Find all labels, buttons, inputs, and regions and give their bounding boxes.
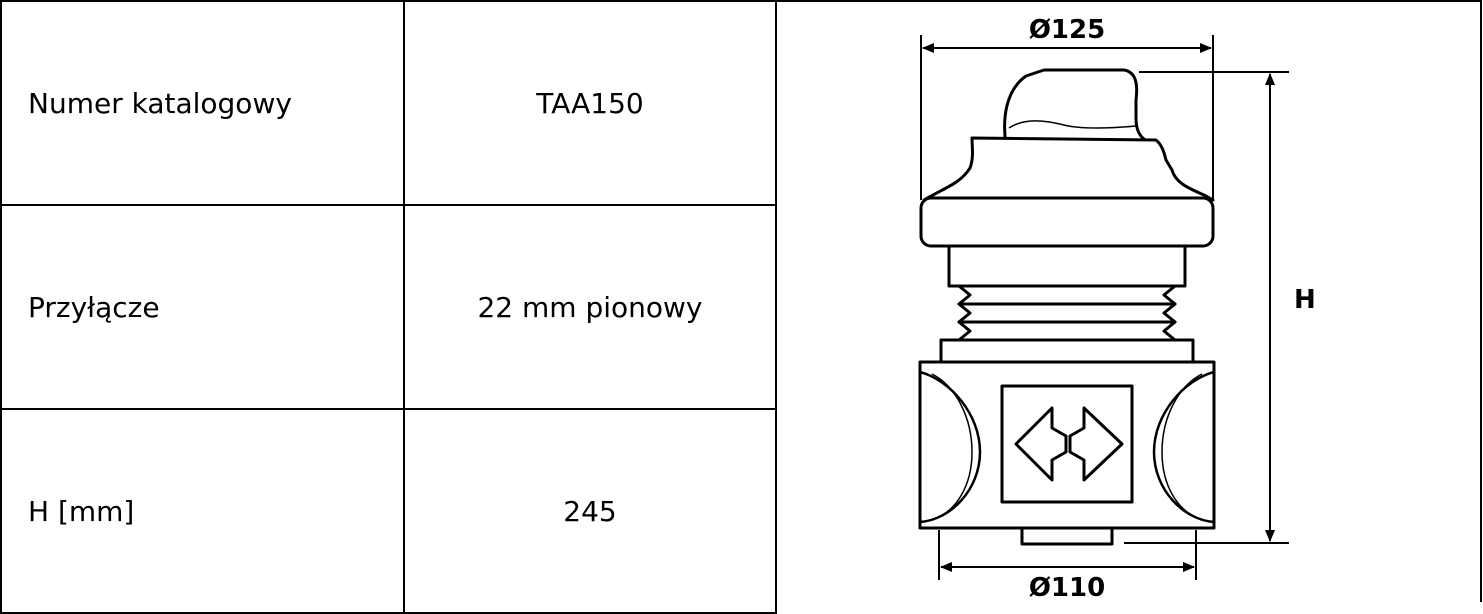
row-value-connection: 22 mm pionowy [403,204,777,410]
row-value-height: 245 [403,408,777,614]
top-diameter-label: Ø125 [1029,15,1105,45]
row-label-catalog-number: Numer katalogowy [0,0,405,206]
top-diameter-dimension: Ø125 [920,15,1214,200]
drawing-cell [744,0,1482,602]
bottom-diameter-dimension: Ø110 [938,530,1197,603]
bidirectional-arrows-icon [1000,384,1134,504]
product-outline [918,68,1216,546]
bottom-diameter-label: Ø110 [1029,573,1105,603]
product-technical-drawing: Ø125 H Ø110 [918,15,1316,603]
row-value-catalog-number: TAA150 [403,0,777,206]
table-row: H [mm] 245 [0,408,777,614]
spec-table: Numer katalogowy TAA150 Przyłącze 22 mm … [0,0,777,614]
height-label: H [1294,285,1316,315]
row-label-height: H [mm] [0,408,405,614]
table-row: Numer katalogowy TAA150 [0,0,777,206]
table-row: Przyłącze 22 mm pionowy [0,204,777,410]
row-label-connection: Przyłącze [0,204,405,410]
height-dimension: H [1124,71,1316,544]
